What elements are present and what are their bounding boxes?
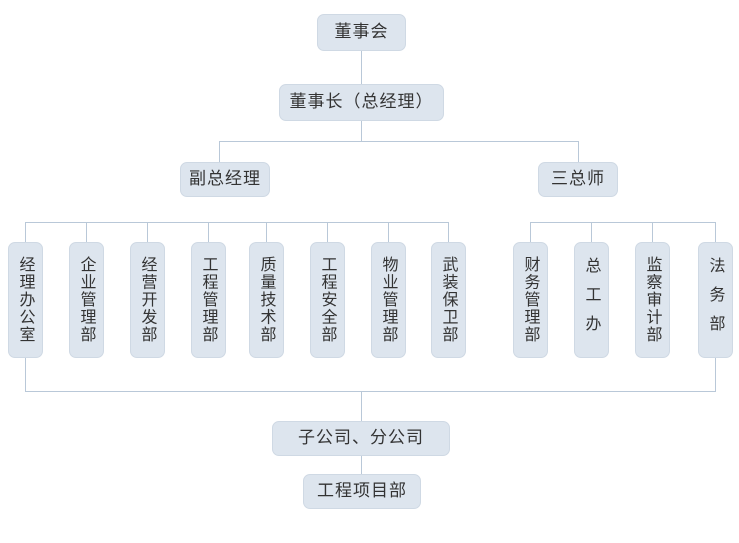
node-dept-enterprise-management[interactable]: 企业管理部 <box>69 242 104 358</box>
connector-chairman-down <box>361 121 362 141</box>
node-dept-engineering-safety[interactable]: 工程安全部 <box>310 242 345 358</box>
connector-stem-dept-l8 <box>448 222 449 242</box>
connector-stem-dept-l1 <box>25 222 26 242</box>
node-three-chief-engineers[interactable]: 三总师 <box>538 162 618 197</box>
connector-bus-to-deputy-gm <box>219 141 220 162</box>
node-dept-business-development[interactable]: 经营开发部 <box>130 242 165 358</box>
connector-stem-dept-l6 <box>327 222 328 242</box>
connector-stem-dept-l7 <box>388 222 389 242</box>
connector-managers-bus <box>219 141 579 142</box>
connector-stem-dept-r3 <box>652 222 653 242</box>
node-board-of-directors[interactable]: 董事会 <box>317 14 406 51</box>
connector-stem-dept-l5 <box>266 222 267 242</box>
node-dept-financial-management[interactable]: 财务管理部 <box>513 242 548 358</box>
node-subsidiaries-and-branches[interactable]: 子公司、分公司 <box>272 421 450 456</box>
connector-stem-dept-r1 <box>530 222 531 242</box>
connector-subsidiaries-to-project-dept <box>361 456 362 474</box>
node-engineering-project-department[interactable]: 工程项目部 <box>303 474 421 509</box>
connector-bottom-bus <box>25 391 716 392</box>
connector-right-department-bus <box>530 222 715 223</box>
node-dept-chief-engineer-office[interactable]: 总工办 <box>574 242 609 358</box>
node-dept-property-management[interactable]: 物业管理部 <box>371 242 406 358</box>
node-deputy-general-manager[interactable]: 副总经理 <box>180 162 270 197</box>
node-dept-quality-technology[interactable]: 质量技术部 <box>249 242 284 358</box>
connector-stem-dept-l4 <box>208 222 209 242</box>
node-dept-armed-security[interactable]: 武装保卫部 <box>431 242 466 358</box>
connector-board-to-chairman <box>361 51 362 84</box>
connector-bottom-right-riser <box>715 358 716 391</box>
connector-bottom-left-riser <box>25 358 26 391</box>
connector-left-department-bus <box>25 222 448 223</box>
connector-bottom-bus-to-subsidiaries <box>361 391 362 421</box>
connector-bus-to-three-chiefs <box>578 141 579 162</box>
connector-stem-dept-r2 <box>591 222 592 242</box>
connector-stem-dept-r4 <box>715 222 716 242</box>
node-dept-engineering-management[interactable]: 工程管理部 <box>191 242 226 358</box>
connector-stem-dept-l3 <box>147 222 148 242</box>
connector-stem-dept-l2 <box>86 222 87 242</box>
node-chairman-general-manager[interactable]: 董事长（总经理） <box>279 84 444 121</box>
node-dept-supervision-audit[interactable]: 监察审计部 <box>635 242 670 358</box>
node-dept-legal-affairs[interactable]: 法务部 <box>698 242 733 358</box>
node-dept-general-managers-office[interactable]: 经理办公室 <box>8 242 43 358</box>
